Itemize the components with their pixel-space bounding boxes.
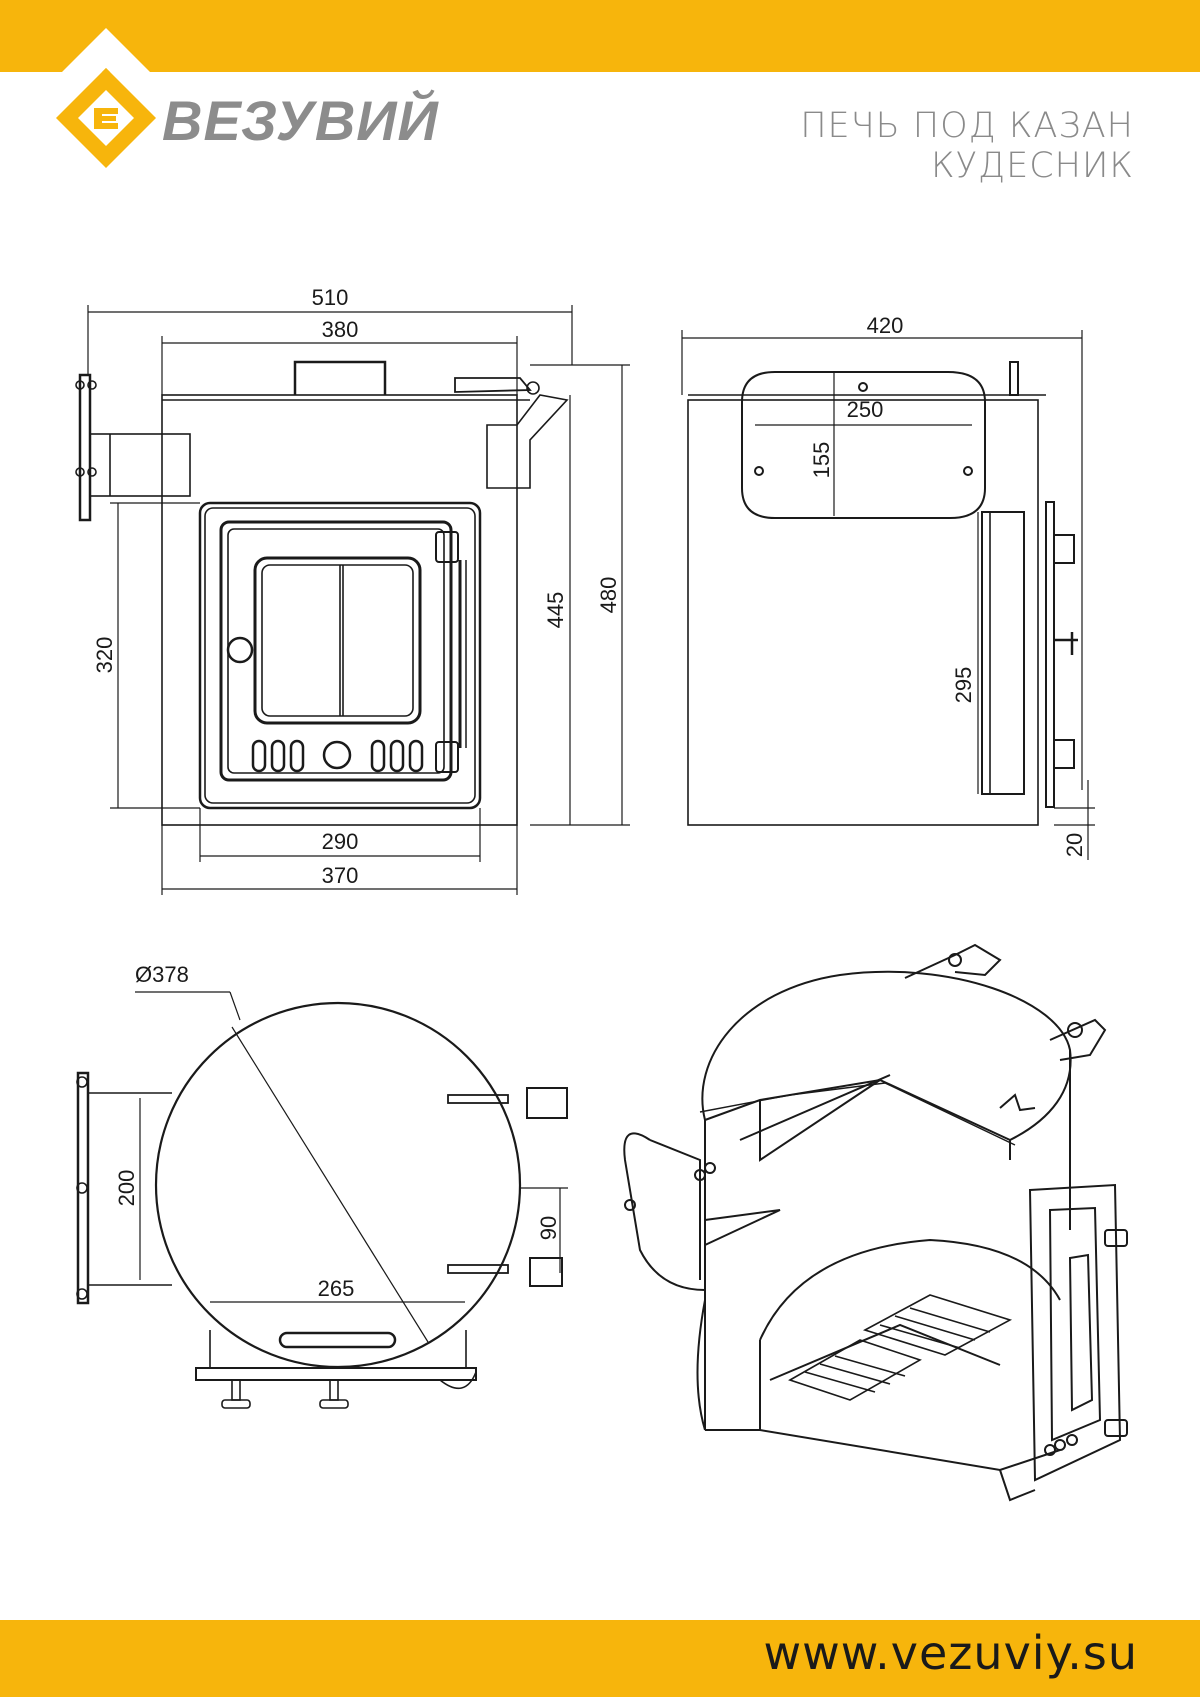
brand-name: ВЕЗУВИЙ [162,89,439,152]
stove-cutaway-isometric-icon [623,943,1128,1502]
dim-door-height: 320 [92,637,117,674]
side-door [981,511,1025,795]
product-title: ПЕЧЬ ПОД КАЗАН КУДЕСНИК [800,106,1134,186]
top-circle [154,1001,522,1369]
dim-depth: 420 [867,313,904,338]
flue-pipe [89,433,191,497]
dim-base-width: 370 [322,863,359,888]
dim-body-height: 445 [543,592,568,629]
side-view: 420 250 155 295 20 [681,313,1095,860]
website-url[interactable]: www.vezuviy.su [763,1626,1138,1680]
product-title-line1: ПЕЧЬ ПОД КАЗАН [800,106,1134,146]
top-flue-plate [76,1071,90,1305]
bottom-accent-bar [0,1620,1200,1697]
dim-door-width: 290 [322,829,359,854]
front-body-outline [161,394,518,826]
dim-overall-width: 510 [312,285,349,310]
side-body-outline [687,399,1039,826]
door-glass [253,556,422,725]
product-title-line2: КУДЕСНИК [931,146,1134,186]
dim-total-height: 480 [596,577,621,614]
front-door [198,501,482,810]
dim-flue-width: 200 [114,1170,139,1207]
dim-plate-width: 250 [847,397,884,422]
top-accent-bar [0,0,1200,72]
dim-handle-offset: 90 [536,1216,561,1240]
dim-handle-span: 265 [318,1276,355,1301]
top-view: Ø378 200 90 265 [76,962,568,1409]
flue-mount-plate [78,373,92,522]
dim-diameter: Ø378 [135,962,189,987]
dim-side-door-height: 295 [951,667,976,704]
dim-top-width: 380 [322,317,359,342]
vezuviy-logo-icon [56,28,156,168]
dim-leg-height: 20 [1062,833,1087,857]
dim-plate-height: 155 [809,442,834,479]
front-view: 510 380 290 370 320 445 480 [75,285,630,895]
side-plate [741,371,986,519]
